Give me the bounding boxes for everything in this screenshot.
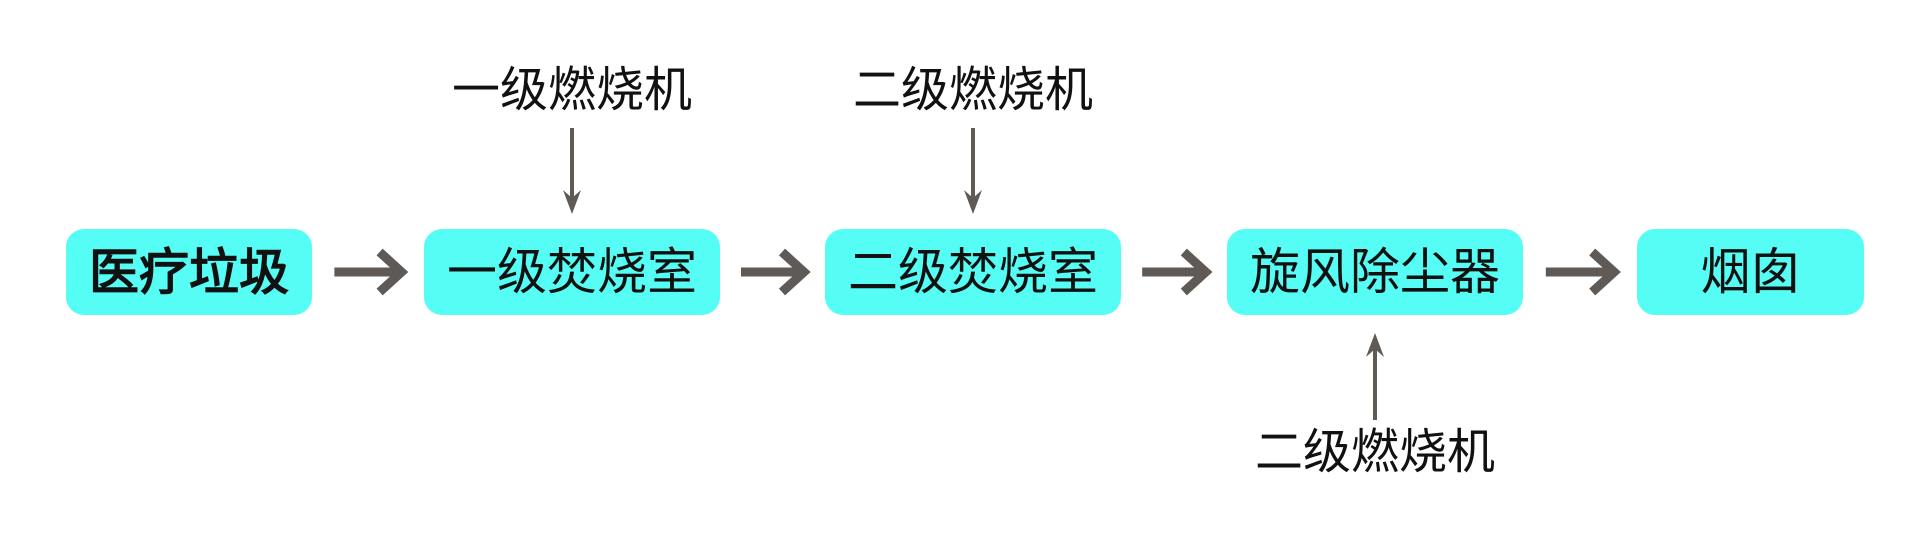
burner-label: 二级燃烧机 <box>1255 424 1495 480</box>
burner-arrow-head <box>563 190 581 214</box>
node-medical-waste: 医疗垃圾 <box>66 229 312 315</box>
burner-burner-secondary: 二级燃烧机 <box>853 62 1093 214</box>
node-box <box>424 229 720 315</box>
node-label: 旋风除尘器 <box>1250 243 1500 301</box>
node-label: 医疗垃圾 <box>89 243 289 302</box>
node-label: 二级焚烧室 <box>848 243 1098 301</box>
burner-label: 二级燃烧机 <box>853 62 1093 118</box>
burner-burner-cyclone: 二级燃烧机 <box>1255 333 1495 480</box>
flow-arrow <box>334 248 409 296</box>
flow-arrows <box>334 248 1621 296</box>
node-box <box>1227 229 1523 315</box>
arrow-head <box>1589 248 1621 296</box>
process-nodes: 医疗垃圾 一级焚烧室 二级焚烧室 旋风除尘器 烟囱 <box>66 229 1864 315</box>
flow-arrow <box>741 248 811 296</box>
arrow-head <box>1180 248 1213 296</box>
node-secondary-chamber: 二级焚烧室 <box>825 229 1121 315</box>
node-box <box>66 229 312 315</box>
node-label: 一级焚烧室 <box>447 243 697 301</box>
arrow-head <box>778 248 811 296</box>
node-box <box>825 229 1121 315</box>
burner-arrow-head <box>964 190 982 214</box>
node-cyclone: 旋风除尘器 <box>1227 229 1523 315</box>
burner-label: 一级燃烧机 <box>452 62 692 118</box>
burner-arrow-head <box>1366 333 1384 357</box>
node-chimney: 烟囱 <box>1637 229 1864 315</box>
node-box <box>1637 229 1864 315</box>
flow-arrow <box>1142 248 1213 296</box>
node-primary-chamber: 一级焚烧室 <box>424 229 720 315</box>
burner-burner-primary: 一级燃烧机 <box>452 62 692 214</box>
burner-labels: 一级燃烧机二级燃烧机二级燃烧机 <box>452 62 1495 480</box>
arrow-head <box>376 248 409 296</box>
flow-arrow <box>1545 248 1621 296</box>
node-label: 烟囱 <box>1701 243 1801 301</box>
